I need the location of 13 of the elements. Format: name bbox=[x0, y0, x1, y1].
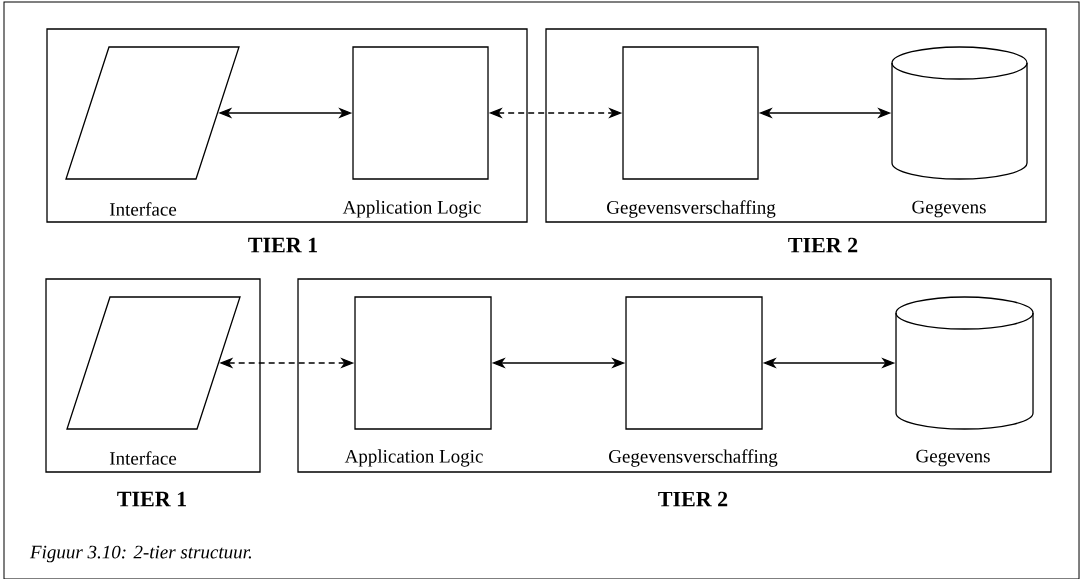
component-label: Interface bbox=[109, 202, 177, 216]
tier-heading: TIER 2 bbox=[788, 237, 858, 253]
component-label: Gegevens bbox=[916, 449, 990, 467]
component-label: Application Logic bbox=[344, 449, 483, 467]
tier-heading: TIER 2 bbox=[658, 491, 728, 507]
tier-heading: TIER 1 bbox=[248, 237, 317, 253]
component-label: Interface bbox=[109, 451, 177, 465]
component-label: Application Logic bbox=[342, 200, 481, 218]
component-label: Gegevens bbox=[912, 200, 986, 218]
component-label: Gegevensverschaffing bbox=[607, 200, 776, 218]
tier-heading: TIER 1 bbox=[117, 491, 186, 507]
component-label: Gegevensverschaffing bbox=[609, 449, 778, 467]
figure-caption: Figuur 3.10: 2-tier structuur. bbox=[29, 545, 251, 563]
